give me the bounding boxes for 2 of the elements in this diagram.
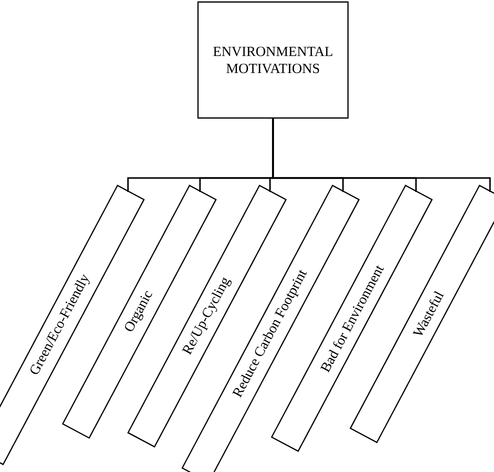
title-box: ENVIRONMENTAL MOTIVATIONS — [197, 1, 349, 119]
connector — [272, 118, 491, 192]
